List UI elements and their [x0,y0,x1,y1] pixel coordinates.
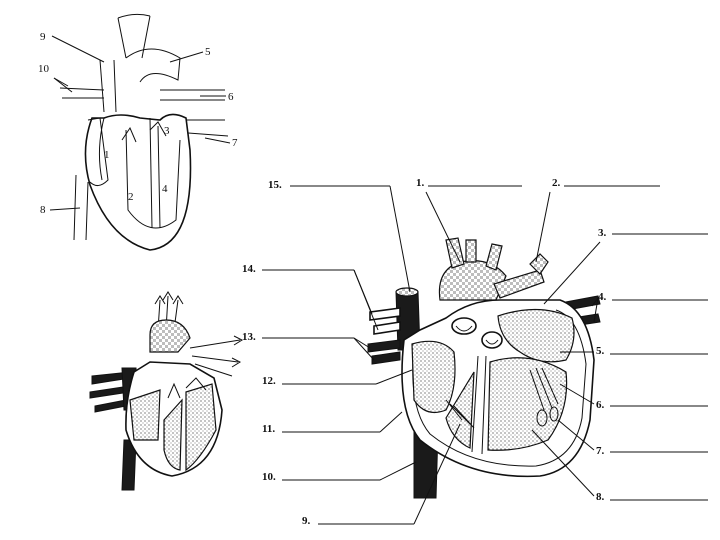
label-a-8: 8 [40,204,46,216]
label-c-7: 7. [596,445,605,457]
diagram-c-labels: 15. 1. 2. 3. 4. 14. 13. 5. 12. [242,177,708,527]
label-c-8: 8. [596,491,605,503]
label-c-11: 11. [262,423,275,435]
label-c-14: 14. [242,263,256,275]
label-c-15: 15. [268,179,282,191]
chamber-a-4: 4 [162,183,168,195]
chamber-a-2: 2 [128,191,134,203]
label-c-1: 1. [416,177,425,189]
diagram-c-cross-section-heart [367,237,601,499]
label-a-6: 6 [228,91,234,103]
label-c-13: 13. [242,331,256,343]
label-c-3: 3. [598,227,607,239]
label-c-5: 5. [596,345,605,357]
label-a-7: 7 [232,137,238,149]
label-c-9: 9. [302,515,311,527]
label-c-10: 10. [262,471,276,483]
diagram-a-labels: 9 10 5 6 7 8 1 2 3 4 [38,31,238,216]
label-c-4: 4. [598,291,607,303]
chamber-a-3: 3 [164,125,170,137]
diagram-b-flow-heart [89,291,244,491]
label-c-6: 6. [596,399,605,411]
label-c-12: 12. [262,375,276,387]
label-a-10: 10 [38,63,50,75]
label-c-2: 2. [552,177,561,189]
label-a-5: 5 [205,46,211,58]
chamber-a-1: 1 [104,149,110,161]
label-a-9: 9 [40,31,46,43]
diagram-a-outline-heart [59,13,229,251]
